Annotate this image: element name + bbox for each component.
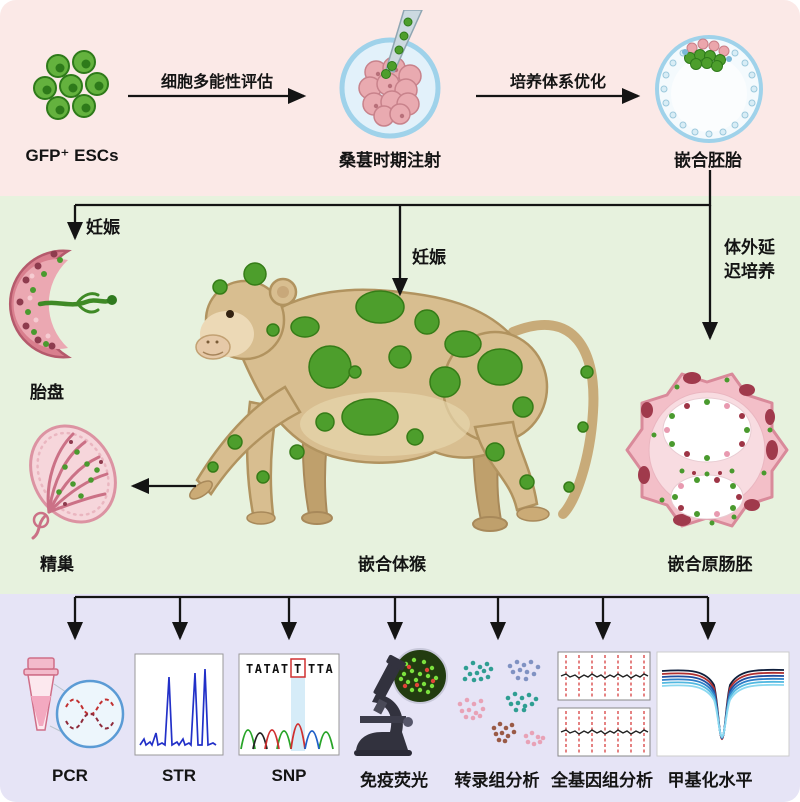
snp-seq-before: TATAT	[246, 662, 290, 676]
assay-label-whole-genome: 全基因组分析	[551, 771, 653, 790]
invitro-culture-label: 体外延迟培养	[724, 238, 775, 281]
step2-label: 培养体系优化	[509, 74, 607, 91]
genome-tracks-icon	[557, 651, 651, 757]
monkey-label: 嵌合体猴	[358, 555, 426, 574]
microscope-icon	[354, 648, 448, 756]
gastruloid-rim-patches	[638, 372, 778, 526]
gastruloid-illustration	[625, 372, 789, 528]
chimeric-monkey-illustration	[189, 262, 599, 532]
testis-illustration	[29, 424, 117, 540]
placenta-illustration	[8, 249, 117, 359]
pregnancy-center-label: 妊娠	[412, 248, 446, 267]
gfp-patches	[207, 262, 594, 493]
snp-seq-after: TTA	[308, 662, 334, 676]
assay-label-immunofluorescence: 免疫荧光	[360, 771, 428, 790]
assay-label-snp: SNP	[271, 766, 307, 785]
pregnancy-left-label: 妊娠	[86, 218, 120, 237]
snp-chromatogram-icon: TATAT T TTA	[238, 653, 340, 756]
embryo-label: 嵌合胚胎	[674, 151, 742, 170]
assay-label-methylation: 甲基化水平	[667, 771, 753, 790]
gfp-esc-cells-illustration	[33, 50, 109, 120]
morula-injection-illustration	[339, 10, 441, 139]
pcr-icon	[23, 657, 125, 749]
snp-seq-highlight: T	[294, 662, 303, 676]
testis-label: 精巢	[40, 555, 74, 574]
methylation-curves-icon	[656, 651, 790, 757]
morula-label: 桑葚时期注射	[339, 151, 441, 170]
amnion-dot-ring	[664, 399, 750, 461]
assay-label-pcr: PCR	[52, 766, 88, 785]
injection-needle-icon	[385, 10, 423, 73]
tsne-scatter-icon	[457, 659, 546, 747]
placenta-label: 胎盘	[30, 383, 64, 402]
assay-label-transcriptome: 转录组分析	[454, 771, 540, 790]
assay-label-str: STR	[162, 766, 196, 785]
gastruloid-label: 嵌合原肠胚	[667, 555, 753, 574]
str-chart-icon	[134, 653, 224, 756]
yolk-sac-dot-ring	[672, 477, 742, 517]
esc-label: GFP⁺ ESCs	[25, 146, 119, 165]
umbilical-cord-icon	[37, 297, 115, 307]
svg-text:TATAT T TTA: TATAT T TTA	[246, 662, 334, 676]
chimeric-embryo-illustration	[655, 35, 763, 143]
step1-label: 细胞多能性评估	[160, 74, 274, 91]
